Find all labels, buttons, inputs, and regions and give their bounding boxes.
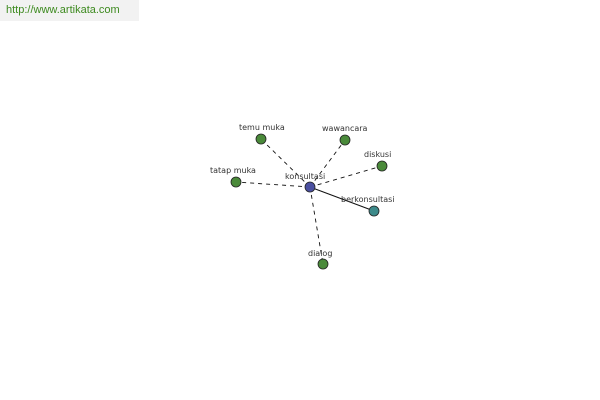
- node-konsultasi-label[interactable]: konsultasi: [285, 172, 325, 181]
- link-tatap-muka: [235, 181, 311, 188]
- link-berkonsultasi: [309, 186, 375, 212]
- node-temu-muka-dot[interactable]: [255, 133, 267, 145]
- node-tatap-muka-label[interactable]: tatap muka: [210, 166, 256, 175]
- graph-links: [235, 138, 383, 265]
- node-berkonsultasi-label[interactable]: berkonsultasi: [341, 195, 395, 204]
- node-temu-muka-label[interactable]: temu muka: [239, 123, 285, 132]
- link-dialog: [309, 186, 324, 265]
- node-dialog-dot[interactable]: [317, 258, 329, 270]
- node-diskusi-label[interactable]: diskusi: [364, 150, 391, 159]
- node-berkonsultasi-dot[interactable]: [368, 205, 380, 217]
- node-konsultasi[interactable]: konsultasi: [285, 172, 325, 193]
- link-wawancara: [309, 139, 346, 188]
- node-tatap-muka[interactable]: tatap muka: [210, 166, 256, 188]
- node-temu-muka[interactable]: temu muka: [239, 123, 285, 145]
- node-diskusi-dot[interactable]: [376, 160, 388, 172]
- node-tatap-muka-dot[interactable]: [230, 176, 242, 188]
- node-dialog[interactable]: dialog: [308, 249, 332, 270]
- node-berkonsultasi[interactable]: berkonsultasi: [341, 195, 395, 217]
- node-dialog-label[interactable]: dialog: [308, 249, 332, 258]
- source-bar: http://www.artikata.com: [0, 0, 139, 21]
- node-wawancara-label[interactable]: wawancara: [322, 124, 368, 133]
- source-link[interactable]: http://www.artikata.com: [6, 4, 120, 16]
- node-wawancara-dot[interactable]: [339, 134, 351, 146]
- link-temu-muka: [260, 138, 311, 188]
- graph-nodes: temu muka wawancara diskusi tatap muka berko…: [210, 123, 395, 270]
- node-wawancara[interactable]: wawancara: [322, 124, 368, 146]
- node-diskusi[interactable]: diskusi: [364, 150, 391, 172]
- node-konsultasi-dot[interactable]: [304, 181, 316, 193]
